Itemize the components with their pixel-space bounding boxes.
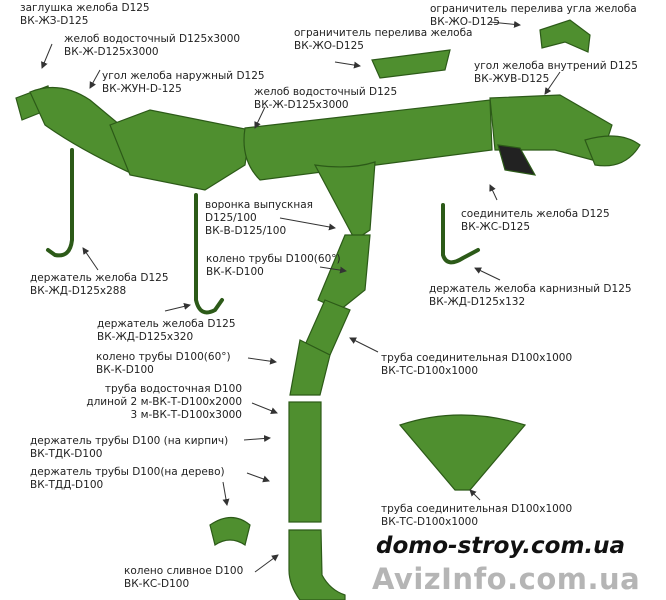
label-line: ВК-ТС-D100x1000 <box>381 365 479 377</box>
label-line: угол желоба наружный D125 <box>102 70 265 82</box>
eave-bracket-part <box>441 203 480 265</box>
label-line: ВК-Ж-D125x3000 <box>254 99 349 111</box>
label-line: ограничитель перелива желоба <box>294 27 473 39</box>
label-line: колено трубы D100(60°) <box>96 351 231 363</box>
overflow-guard-part <box>371 49 451 79</box>
label-line: желоб водосточный D125x3000 <box>64 33 241 45</box>
label-pipe-clamp-brick: держатель трубы D100 (на кирпич)ВК-ТДК-D… <box>30 435 228 461</box>
label-line: воронка выпускная <box>205 199 313 211</box>
label-line: длиной 2 м-ВК-Т-D100x2000 <box>86 396 242 408</box>
site-watermark[interactable]: domo-stroy.com.ua <box>376 533 626 559</box>
label-line: ВК-ЖУН-D-125 <box>102 83 182 95</box>
label-pipe-elbow-upper: колено трубы D100(60°)ВК-К-D100 <box>206 253 341 279</box>
label-line: ВК-ЖЗ-D125 <box>20 15 89 27</box>
label-line: держатель трубы D100(на дерево) <box>30 466 225 478</box>
label-pipe-elbow-lower: колено трубы D100(60°)ВК-К-D100 <box>96 351 231 377</box>
label-line: колено трубы D100(60°) <box>206 253 341 265</box>
label-line: труба соединительная D100x1000 <box>381 352 573 364</box>
corner-overflow-guard-part <box>539 19 591 53</box>
label-line: 3 м-ВК-Т-D100x3000 <box>130 409 242 421</box>
connector-part <box>497 144 537 176</box>
elbow-lower-part <box>289 339 331 396</box>
label-line: держатель желоба D125 <box>30 272 169 284</box>
gutter-end-cap-right <box>584 135 641 167</box>
label-line: ВК-К-D100 <box>206 266 264 278</box>
label-line: ВК-КС-D100 <box>124 578 190 590</box>
funnel-part <box>313 161 376 241</box>
label-line: ВК-ЖД-D125x132 <box>429 296 526 308</box>
label-line: ВК-ЖС-D125 <box>461 221 531 233</box>
aviz-watermark: AvizInfo.com.ua <box>372 562 641 596</box>
label-line: желоб водосточный D125 <box>254 86 398 98</box>
pipe-clamp-part <box>209 516 251 546</box>
label-line: ВК-В-D125/100 <box>205 225 287 237</box>
outer-corner-part <box>109 109 251 191</box>
label-line: ВК-ЖД-D125x320 <box>97 331 194 343</box>
label-line: D125/100 <box>205 212 257 224</box>
label-line: ВК-ЖД-D125x288 <box>30 285 127 297</box>
gutter-center-part <box>243 99 493 181</box>
label-line: ВК-ЖУВ-D125 <box>474 73 550 85</box>
label-line: ВК-ЖО-D125 <box>430 16 500 28</box>
label-line: труба водосточная D100 <box>104 383 242 395</box>
bracket-320-part <box>194 193 224 315</box>
label-line: ВК-ТДД-D100 <box>30 479 104 491</box>
label-line: заглушка желоба D125 <box>20 2 150 14</box>
downpipe-part <box>288 401 322 523</box>
label-line: угол желоба внутрений D125 <box>474 60 638 72</box>
label-line: колено сливное D100 <box>124 565 244 577</box>
label-line: труба соединительная D100x1000 <box>381 503 573 515</box>
funnel-bottom-part <box>398 414 527 491</box>
label-line: держатель желоба D125 <box>97 318 236 330</box>
label-line: держатель желоба карнизный D125 <box>429 283 632 295</box>
label-line: ВК-ТС-D100x1000 <box>381 516 479 528</box>
label-line: ВК-ЖО-D125 <box>294 40 364 52</box>
label-line: ограничитель перелива угла желоба <box>430 3 637 15</box>
label-pipe-clamp-wood: держатель трубы D100(на дерево)ВК-ТДД-D1… <box>30 466 225 492</box>
bracket-288-part <box>46 148 74 258</box>
label-line: ВК-ТДК-D100 <box>30 448 103 460</box>
label-line: соединитель желоба D125 <box>461 208 610 220</box>
label-line: ВК-К-D100 <box>96 364 154 376</box>
drain-elbow-part <box>288 529 346 600</box>
label-line: ВК-Ж-D125x3000 <box>64 46 159 58</box>
label-line: держатель трубы D100 (на кирпич) <box>30 435 229 447</box>
